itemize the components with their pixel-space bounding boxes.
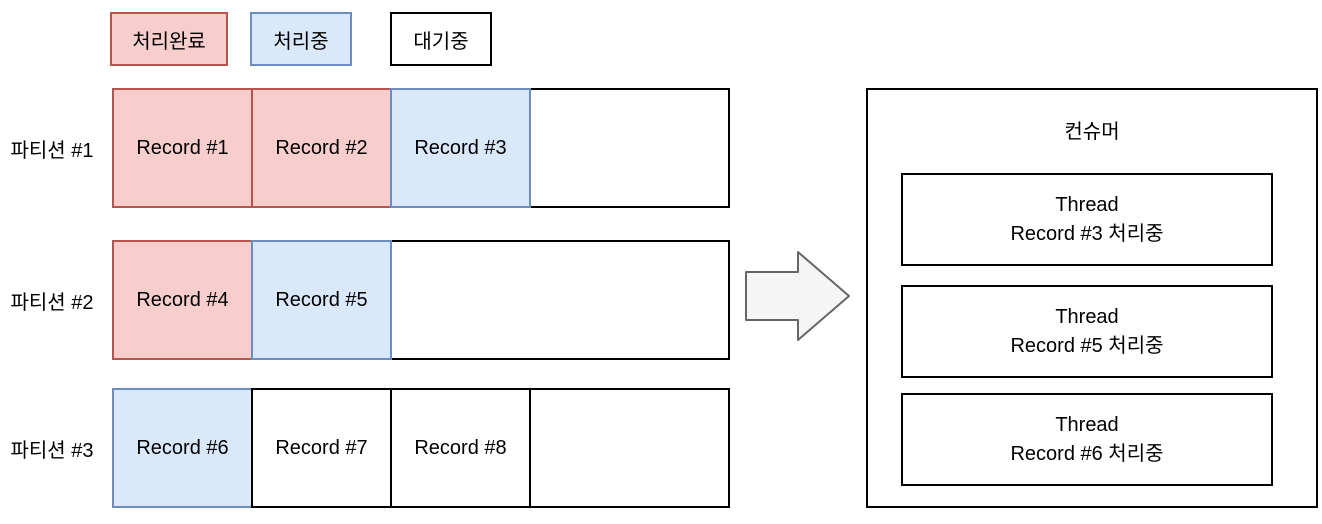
right-arrow-icon bbox=[745, 251, 851, 342]
record-label: Record #7 bbox=[275, 436, 368, 459]
legend-label-done: 처리완료 bbox=[132, 30, 206, 53]
consumer-title: 컨슈머 bbox=[1064, 120, 1120, 143]
legend-label-waiting: 대기중 bbox=[413, 30, 469, 53]
record-cell: Record #1 bbox=[112, 88, 253, 208]
record-label: Record #8 bbox=[414, 436, 507, 459]
partition-3: Record #6 Record #7 Record #8 bbox=[112, 388, 730, 508]
record-cell: Record #6 bbox=[112, 388, 253, 508]
legend-label-processing: 처리중 bbox=[273, 30, 329, 53]
record-cell: Record #4 bbox=[112, 240, 253, 360]
consumer-thread-2: Thread Record #5 처리중 bbox=[901, 285, 1273, 378]
record-label: Record #3 bbox=[414, 136, 507, 159]
legend-item-processing: 처리중 bbox=[250, 12, 352, 66]
record-cell: Record #3 bbox=[390, 88, 531, 208]
partition-label-1: 파티션 #1 bbox=[10, 139, 94, 162]
thread-record-status: Record #3 처리중 bbox=[1010, 222, 1164, 245]
thread-label: Thread bbox=[1055, 193, 1119, 216]
partition-2: Record #4 Record #5 bbox=[112, 240, 730, 360]
record-label: Record #6 bbox=[136, 436, 229, 459]
thread-label: Thread bbox=[1055, 413, 1119, 436]
record-cell: Record #5 bbox=[251, 240, 392, 360]
consumer-thread-1: Thread Record #3 처리중 bbox=[901, 173, 1273, 266]
legend-item-done: 처리완료 bbox=[110, 12, 228, 66]
record-label: Record #1 bbox=[136, 136, 229, 159]
record-cell: Record #7 bbox=[251, 388, 392, 508]
legend-item-waiting: 대기중 bbox=[390, 12, 492, 66]
thread-record-status: Record #5 처리중 bbox=[1010, 334, 1164, 357]
partition-1: Record #1 Record #2 Record #3 bbox=[112, 88, 730, 208]
consumer-thread-3: Thread Record #6 처리중 bbox=[901, 393, 1273, 486]
record-label: Record #4 bbox=[136, 288, 229, 311]
partition-label-3: 파티션 #3 bbox=[10, 439, 94, 462]
thread-record-status: Record #6 처리중 bbox=[1010, 442, 1164, 465]
consumer-box: 컨슈머 Thread Record #3 처리중 Thread Record #… bbox=[866, 88, 1318, 508]
record-cell: Record #8 bbox=[390, 388, 531, 508]
record-label: Record #2 bbox=[275, 136, 368, 159]
thread-label: Thread bbox=[1055, 305, 1119, 328]
partition-label-2: 파티션 #2 bbox=[10, 291, 94, 314]
record-label: Record #5 bbox=[275, 288, 368, 311]
record-cell: Record #2 bbox=[251, 88, 392, 208]
